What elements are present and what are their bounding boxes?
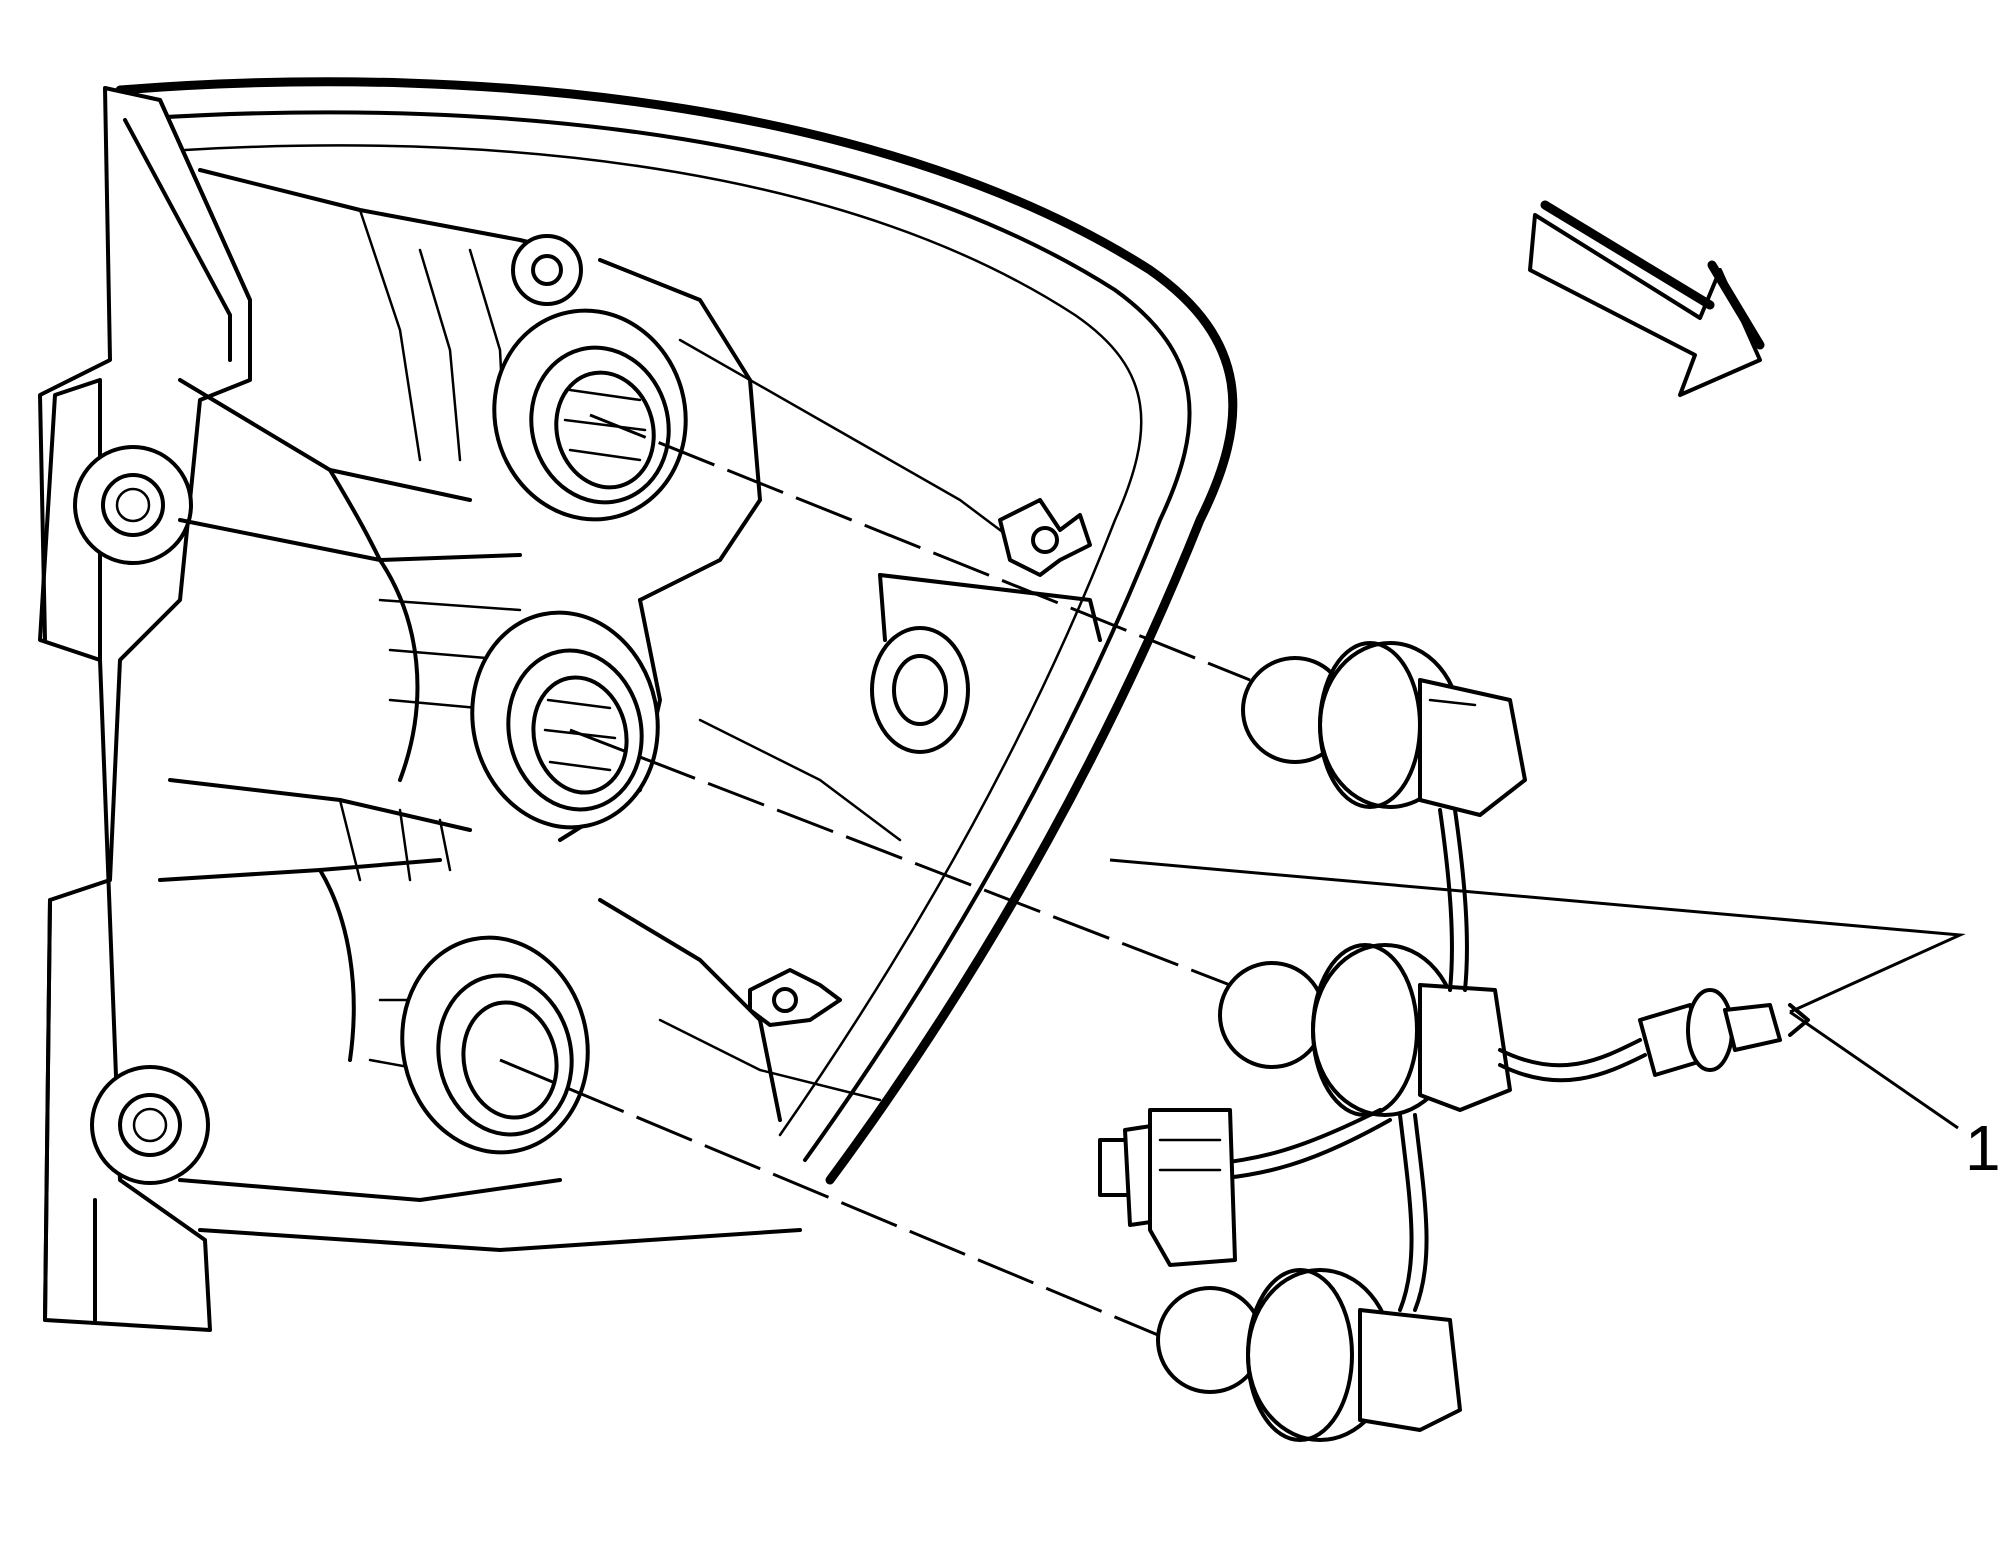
bulb-socket-upper <box>1241 641 1527 817</box>
side-marker-bulb-socket <box>1638 988 1810 1077</box>
direction-arrow <box>1528 200 1765 397</box>
assembly-guide-lines <box>499 413 1251 1342</box>
socket-opening-lower <box>400 935 590 1155</box>
mounting-stud-lower <box>90 1065 210 1185</box>
housing-clip-lower <box>748 968 842 1027</box>
tail-lamp-housing <box>38 77 1238 1332</box>
bulb-socket-middle <box>1218 943 1512 1117</box>
small-boss-top <box>511 234 583 306</box>
bulb-socket-lower <box>1156 1268 1462 1442</box>
wiring-harness <box>1198 808 1647 1312</box>
mounting-stud-upper <box>73 445 193 565</box>
callout-1-label: 1 <box>1965 1112 2001 1184</box>
callout-1: 1 <box>1109 858 2001 1184</box>
socket-opening-middle <box>470 610 660 830</box>
housing-grommet <box>870 573 1102 754</box>
housing-clip-upper <box>998 498 1092 577</box>
harness-connector <box>1098 1108 1237 1267</box>
